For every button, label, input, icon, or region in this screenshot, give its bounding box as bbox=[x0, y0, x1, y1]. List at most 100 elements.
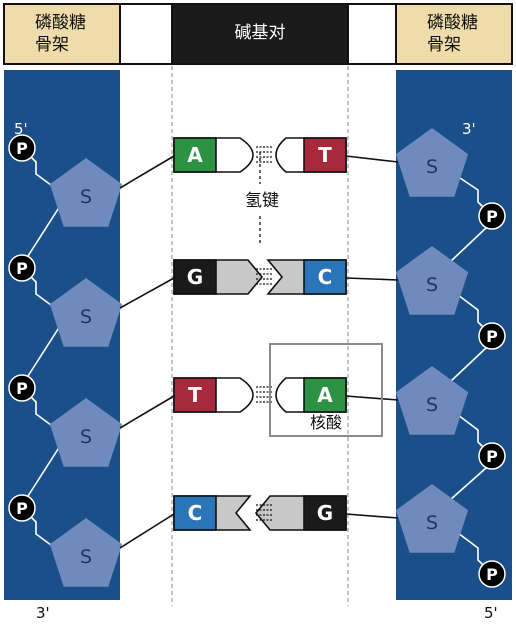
left-base-square bbox=[173, 259, 217, 295]
right-backbone-link bbox=[449, 227, 487, 263]
left-phosphate-circle bbox=[8, 134, 36, 162]
left-strand: S S S S P P P P bbox=[8, 134, 123, 587]
left-base-letter: G bbox=[187, 265, 203, 289]
right-base-letter: C bbox=[318, 265, 333, 289]
right-backbone-link bbox=[449, 347, 487, 383]
left-base-connector bbox=[119, 395, 175, 429]
right-sugar: S bbox=[395, 246, 469, 315]
right-base-connector bbox=[345, 155, 399, 163]
right-sugar-pentagon bbox=[395, 128, 469, 197]
right-sugar: S bbox=[395, 128, 469, 197]
right-strand: S S S S P P P P bbox=[395, 128, 506, 588]
left-backbone-title: 磷酸糖骨架 bbox=[35, 13, 86, 55]
left-sugar-label: S bbox=[80, 426, 92, 448]
right-phosphate-label: P bbox=[486, 207, 498, 226]
right-phosphate-circle bbox=[478, 202, 506, 230]
header-left-cell bbox=[3, 3, 121, 65]
left-phosphate: P bbox=[8, 254, 36, 282]
right-base-square bbox=[303, 137, 347, 173]
left-sugar: S bbox=[49, 398, 123, 467]
right-base-letter: A bbox=[317, 383, 333, 407]
left-base-square bbox=[173, 495, 217, 531]
right-base-square bbox=[303, 259, 347, 295]
left-phosphate: P bbox=[8, 134, 36, 162]
right-phosphate-circle bbox=[478, 442, 506, 470]
left-bottom-end-label: 3' bbox=[36, 604, 50, 622]
left-base-square bbox=[173, 137, 217, 173]
nucleotide-label: 核酸 bbox=[310, 413, 342, 432]
right-sugar-label: S bbox=[426, 512, 438, 534]
right-sugar-label: S bbox=[426, 156, 438, 178]
left-sugar-label: S bbox=[80, 186, 92, 208]
left-sugar: S bbox=[49, 518, 123, 587]
left-base-connector bbox=[119, 513, 175, 549]
left-base-letter: T bbox=[188, 383, 202, 407]
left-sugar: S bbox=[49, 278, 123, 347]
right-phosphate-label: P bbox=[486, 327, 498, 346]
right-base-connector bbox=[345, 277, 399, 281]
left-base-letter: C bbox=[188, 501, 203, 525]
right-bottom-end-label: 5' bbox=[484, 604, 498, 622]
left-phosphate-circle bbox=[8, 254, 36, 282]
left-phosphate-label: P bbox=[16, 259, 28, 278]
header-gap-right bbox=[347, 3, 397, 65]
left-sugar: S bbox=[49, 158, 123, 227]
hydrogen-bond-label: 氢键 bbox=[245, 191, 279, 211]
header-title-cell bbox=[171, 3, 349, 65]
right-sugar-pentagon bbox=[395, 366, 469, 435]
left-base-letter: A bbox=[187, 143, 203, 167]
right-phosphate: P bbox=[478, 202, 506, 230]
left-sugar-pentagon bbox=[49, 518, 123, 587]
right-base-letter: T bbox=[318, 143, 332, 167]
right-phosphate: P bbox=[478, 322, 506, 350]
right-sugar-label: S bbox=[426, 394, 438, 416]
bases-title: 碱基对 bbox=[235, 23, 286, 43]
right-base-square bbox=[303, 377, 347, 413]
left-base-square bbox=[173, 377, 217, 413]
right-sugar-label: S bbox=[426, 274, 438, 296]
right-phosphate: P bbox=[478, 560, 506, 588]
right-base-square bbox=[303, 495, 347, 531]
left-phosphate-circle bbox=[8, 374, 36, 402]
left-phosphate-circle bbox=[8, 494, 36, 522]
left-backbone-link bbox=[27, 445, 61, 497]
nucleotide-highlight-box bbox=[269, 343, 383, 437]
left-sugar-pentagon bbox=[49, 158, 123, 227]
right-base-letter: G bbox=[317, 501, 333, 525]
left-phosphate: P bbox=[8, 494, 36, 522]
right-phosphate-label: P bbox=[486, 447, 498, 466]
left-sugar-pentagon bbox=[49, 278, 123, 347]
left-sugar-label: S bbox=[80, 306, 92, 328]
right-top-end-label: 3' bbox=[462, 120, 476, 138]
header-gap-left bbox=[119, 3, 173, 65]
right-backbone-link bbox=[449, 467, 487, 501]
right-sugar-pentagon bbox=[395, 246, 469, 315]
left-sugar-label: S bbox=[80, 546, 92, 568]
right-base-connector bbox=[345, 395, 399, 401]
right-phosphate-circle bbox=[478, 322, 506, 350]
left-phosphate-label: P bbox=[16, 379, 28, 398]
left-base-connector bbox=[119, 155, 175, 189]
right-backbone-title: 磷酸糖骨架 bbox=[427, 13, 478, 55]
left-top-end-label: 5' bbox=[14, 120, 28, 138]
left-backbone-link bbox=[27, 325, 61, 377]
left-base-connector bbox=[119, 277, 175, 309]
left-backbone-link bbox=[27, 205, 61, 257]
right-phosphate-circle bbox=[478, 560, 506, 588]
left-phosphate-label: P bbox=[16, 499, 28, 518]
right-phosphate: P bbox=[478, 442, 506, 470]
left-sugar-pentagon bbox=[49, 398, 123, 467]
right-sugar-pentagon bbox=[395, 484, 469, 553]
right-sugar: S bbox=[395, 366, 469, 435]
right-phosphate-label: P bbox=[486, 565, 498, 584]
left-phosphate: P bbox=[8, 374, 36, 402]
right-sugar: S bbox=[395, 484, 469, 553]
header-right-cell bbox=[395, 3, 513, 65]
